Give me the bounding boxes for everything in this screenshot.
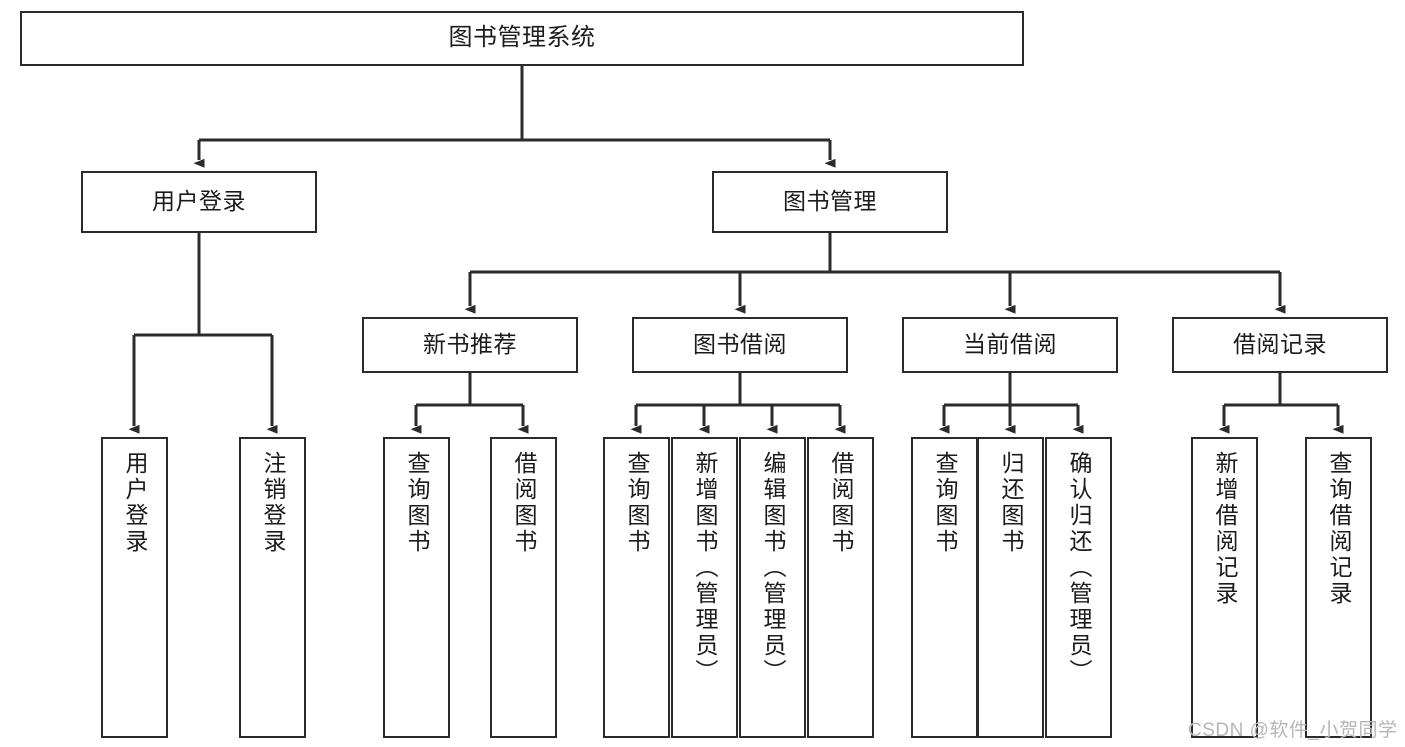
node-label: 查询图书 (932, 451, 958, 555)
leaf-query-book-recommend[interactable]: 查询图书 (383, 437, 450, 738)
node-label: 新书推荐 (423, 331, 517, 358)
node-label: 编辑图书（管理员） (760, 451, 786, 685)
csdn-watermark: CSDN @软件_小贺同学 (1188, 720, 1398, 741)
node-label: 用户登录 (122, 451, 148, 555)
node-new-book-recommend[interactable]: 新书推荐 (362, 317, 578, 373)
node-label: 图书管理 (783, 188, 877, 215)
leaf-add-borrow-record[interactable]: 新增借阅记录 (1191, 437, 1258, 738)
node-label: 查询图书 (624, 451, 650, 555)
node-label: 用户登录 (152, 188, 246, 215)
leaf-query-borrow-record[interactable]: 查询借阅记录 (1305, 437, 1372, 738)
node-root-system[interactable]: 图书管理系统 (20, 11, 1024, 66)
leaf-query-book-current[interactable]: 查询图书 (911, 437, 978, 738)
node-current-borrow[interactable]: 当前借阅 (902, 317, 1118, 373)
node-label: 图书管理系统 (448, 24, 596, 52)
node-label: 注销登录 (260, 451, 286, 555)
node-label: 查询图书 (404, 451, 430, 555)
node-label: 图书借阅 (693, 331, 787, 358)
leaf-edit-book-admin[interactable]: 编辑图书（管理员） (739, 437, 806, 738)
node-label: 借阅记录 (1233, 331, 1327, 358)
node-label: 借阅图书 (828, 451, 854, 555)
leaf-logout[interactable]: 注销登录 (239, 437, 306, 738)
node-book-management[interactable]: 图书管理 (712, 171, 948, 233)
leaf-add-book-admin[interactable]: 新增图书（管理员） (671, 437, 738, 738)
node-label: 借阅图书 (511, 451, 537, 555)
node-user-login[interactable]: 用户登录 (81, 171, 317, 233)
node-label: 归还图书 (998, 451, 1024, 555)
node-label: 新增图书（管理员） (692, 451, 718, 685)
node-label: 当前借阅 (963, 331, 1057, 358)
node-book-borrow[interactable]: 图书借阅 (632, 317, 848, 373)
leaf-borrow-book[interactable]: 借阅图书 (807, 437, 874, 738)
node-borrow-record[interactable]: 借阅记录 (1172, 317, 1388, 373)
leaf-return-book[interactable]: 归还图书 (977, 437, 1044, 738)
node-label: 确认归还（管理员） (1066, 451, 1092, 685)
leaf-query-book-borrow[interactable]: 查询图书 (603, 437, 670, 738)
leaf-user-login[interactable]: 用户登录 (101, 437, 168, 738)
leaf-confirm-return-admin[interactable]: 确认归还（管理员） (1045, 437, 1112, 738)
leaf-borrow-book-recommend[interactable]: 借阅图书 (490, 437, 557, 738)
node-label: 查询借阅记录 (1326, 451, 1352, 607)
node-label: 新增借阅记录 (1212, 451, 1238, 607)
